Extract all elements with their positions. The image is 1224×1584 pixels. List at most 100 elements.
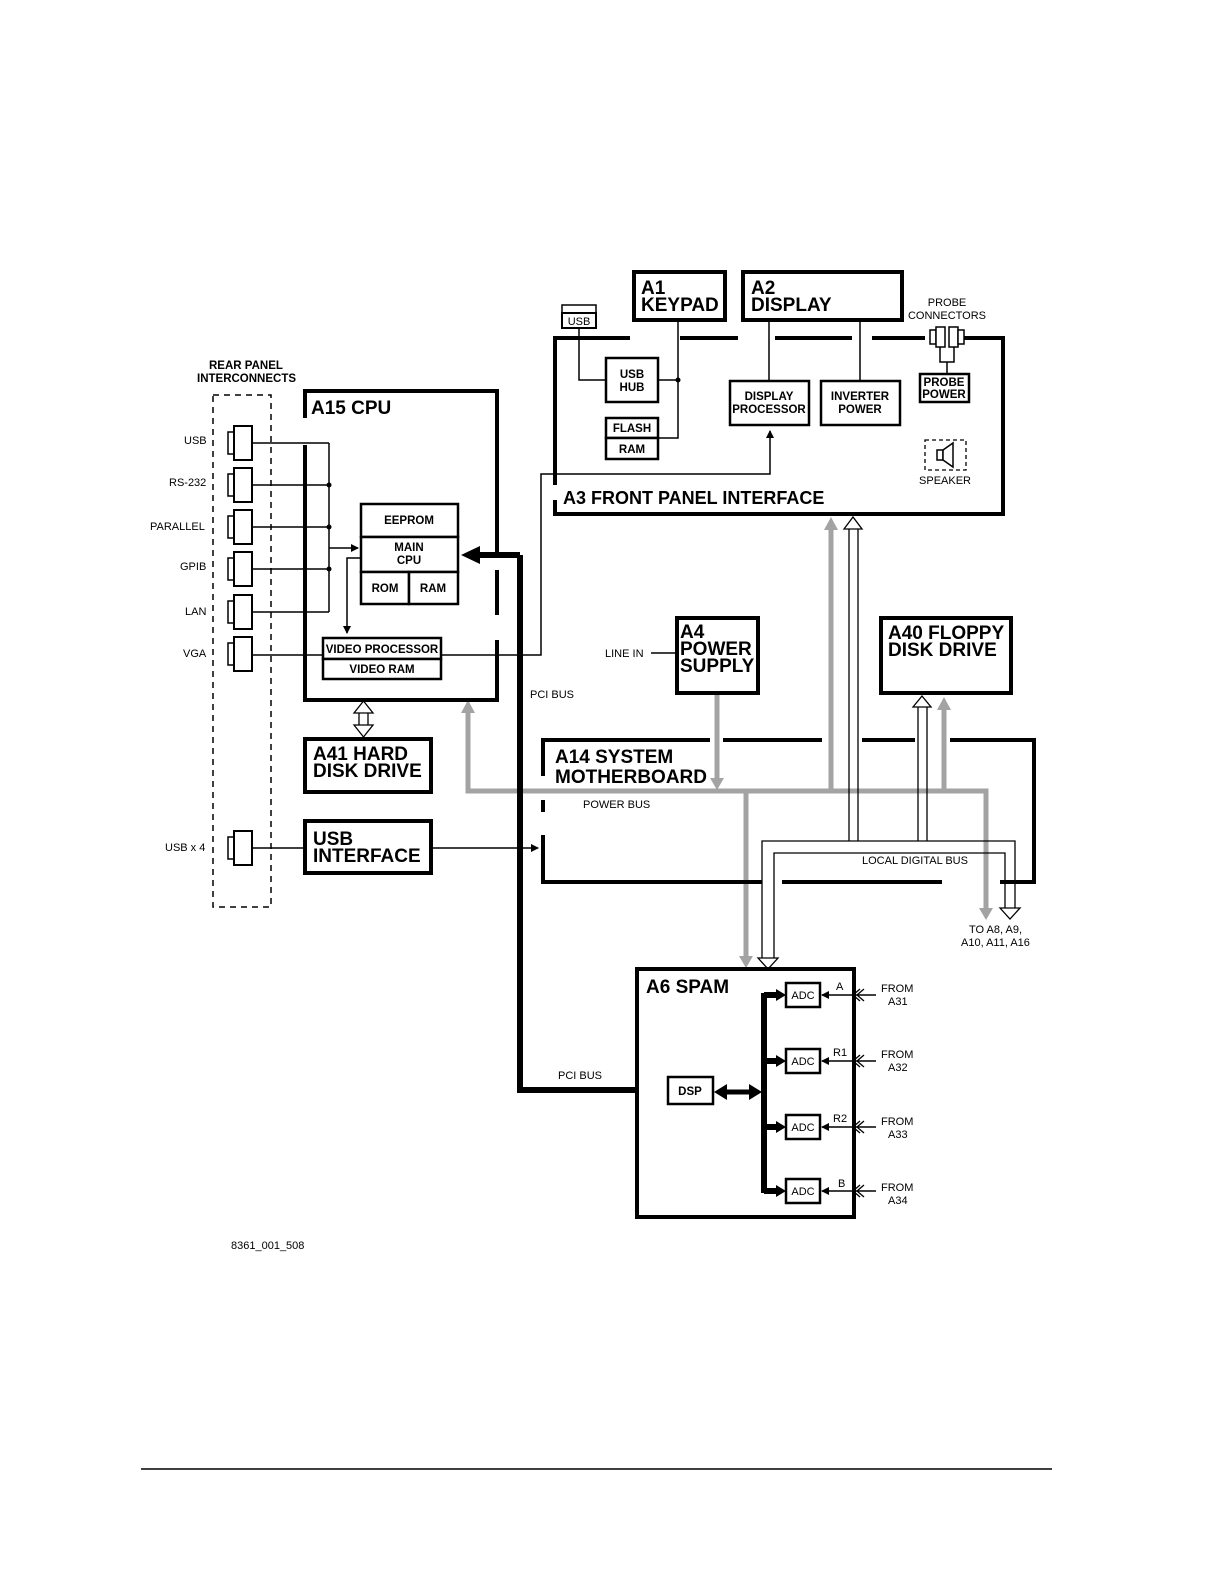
a6-title: A6 SPAM xyxy=(646,977,729,998)
to-targets-line2: A10, A11, A16 xyxy=(961,937,1030,949)
port-usb[interactable]: USB xyxy=(184,425,253,461)
a1-label-1: A1 xyxy=(641,278,666,299)
from-a33-line1: FROM xyxy=(881,1116,913,1128)
main-cpu-label-2: CPU xyxy=(397,555,421,567)
channel-b-name: B xyxy=(838,1178,845,1190)
port-lan[interactable]: LAN xyxy=(185,594,253,630)
port-gpib[interactable]: GPIB xyxy=(180,551,253,587)
from-a32-line2: A32 xyxy=(888,1062,908,1074)
a40-label-2: DISK DRIVE xyxy=(888,640,997,661)
usb-hub-label-2: HUB xyxy=(620,382,645,394)
flash-label: FLASH xyxy=(613,423,651,435)
from-a33-line2: A33 xyxy=(888,1129,908,1141)
power-bus xyxy=(461,517,993,968)
eeprom-label: EEPROM xyxy=(384,515,434,527)
main-cpu-label-1: MAIN xyxy=(394,542,423,554)
port-usb-label: USB xyxy=(184,435,207,447)
rear-panel-title-line2: INTERCONNECTS xyxy=(197,373,296,385)
a14-motherboard: A14 SYSTEM MOTHERBOARD POWER BUS LOCAL D… xyxy=(541,738,1036,884)
figure-id: 8361_001_508 xyxy=(231,1240,304,1252)
adc-b-label: ADC xyxy=(791,1186,814,1198)
a3-front-panel: A3 FRONT PANEL INTERFACE USB USB HUB FLA… xyxy=(553,297,1005,516)
a1-label-2: KEYPAD xyxy=(641,295,719,316)
a40-floppy: A40 FLOPPY DISK DRIVE xyxy=(879,616,1013,695)
usb-hub-label-1: USB xyxy=(620,369,644,381)
adc-r1: ADC xyxy=(784,1047,822,1075)
from-a32-line1: FROM xyxy=(881,1049,913,1061)
port-parallel-label: PARALLEL xyxy=(150,521,205,533)
a2-label-1: A2 xyxy=(751,278,775,299)
display-processor-label-1: DISPLAY xyxy=(745,391,794,403)
pci-bus-label-bottom: PCI BUS xyxy=(558,1070,602,1082)
rear-panel: REAR PANEL INTERCONNECTS USB RS-232 PARA… xyxy=(150,360,296,908)
dsp-adc-link xyxy=(714,1084,762,1100)
pci-bus-label-top: PCI BUS xyxy=(530,689,574,701)
port-usb-x4-label: USB x 4 xyxy=(165,842,205,854)
probe-power-label-2: POWER xyxy=(922,389,966,401)
cpu-harddisk-link xyxy=(352,699,375,739)
a14-title-line1: A14 SYSTEM xyxy=(555,747,673,768)
adc-b: ADC xyxy=(784,1177,822,1205)
usb-interface-label-2: INTERFACE xyxy=(313,846,421,867)
a40-label-1: A40 FLOPPY xyxy=(888,623,1004,644)
speaker-label: SPEAKER xyxy=(919,475,971,487)
probe-connectors-label-2: CONNECTORS xyxy=(908,310,986,322)
a6-spam: A6 SPAM DSP ADC ADC ADC ADC xyxy=(635,967,876,1219)
video-ram-box xyxy=(321,657,443,681)
speaker-icon xyxy=(924,439,967,471)
probe-connectors[interactable] xyxy=(929,326,965,348)
channel-r2-name: R2 xyxy=(833,1113,847,1125)
local-digital-bus xyxy=(756,515,1022,970)
a4-power-supply: A4 POWER SUPPLY LINE IN xyxy=(605,616,760,695)
video-to-display-link xyxy=(441,430,774,656)
channel-a-name: A xyxy=(836,981,844,993)
probe-power-box xyxy=(918,372,971,404)
a15-title: A15 CPU xyxy=(311,398,391,419)
video-ram-label: VIDEO RAM xyxy=(349,664,414,676)
adc-r2-label: ADC xyxy=(791,1122,814,1134)
display-processor-box xyxy=(728,379,811,427)
rear-panel-wiring xyxy=(252,442,359,849)
dsp-box xyxy=(666,1075,715,1106)
adc-r1-label: ADC xyxy=(791,1056,814,1068)
a4-label-3: SUPPLY xyxy=(680,656,755,677)
port-vga-label: VGA xyxy=(183,648,207,660)
inverter-power-box xyxy=(819,379,902,427)
video-processor-label: VIDEO PROCESSOR xyxy=(326,644,439,656)
a3-usb-port[interactable]: USB xyxy=(561,304,597,329)
a3-ram-label: RAM xyxy=(619,444,645,456)
a41-label-2: DISK DRIVE xyxy=(313,761,422,782)
main-cpu-box xyxy=(359,535,460,574)
a2-display: A2 DISPLAY xyxy=(741,270,904,322)
from-a34-line2: A34 xyxy=(888,1195,908,1207)
a4-label-1: A4 xyxy=(680,622,705,643)
usb-interface-label-1: USB xyxy=(313,829,353,850)
a3-usb-label: USB xyxy=(568,316,591,328)
ram-label: RAM xyxy=(420,583,446,595)
from-a31-line2: A31 xyxy=(888,996,908,1008)
probe-connectors-label-1: PROBE xyxy=(928,297,967,309)
dsp-label: DSP xyxy=(678,1086,702,1098)
inverter-power-label-2: POWER xyxy=(838,404,882,416)
a1-keypad: A1 KEYPAD xyxy=(632,270,727,322)
ram-box xyxy=(407,570,460,606)
probe-power-label-1: PROBE xyxy=(924,377,965,389)
port-usb-x4[interactable]: USB x 4 xyxy=(165,830,253,866)
port-rs232-label: RS-232 xyxy=(169,477,206,489)
usb-interface: USB INTERFACE xyxy=(303,819,539,875)
channel-r1-name: R1 xyxy=(833,1047,847,1059)
a3-ram-box xyxy=(604,436,660,461)
rom-label: ROM xyxy=(372,583,399,595)
line-in-label: LINE IN xyxy=(605,648,644,660)
inverter-power-label-1: INVERTER xyxy=(831,391,890,403)
a41-hard-disk: A41 HARD DISK DRIVE xyxy=(303,737,433,794)
port-vga[interactable]: VGA xyxy=(183,636,253,672)
display-processor-label-2: PROCESSOR xyxy=(732,404,806,416)
from-a31-line1: FROM xyxy=(881,983,913,995)
port-rs232[interactable]: RS-232 xyxy=(169,467,253,503)
a14-title-line2: MOTHERBOARD xyxy=(555,767,707,788)
port-parallel[interactable]: PARALLEL xyxy=(150,509,253,545)
local-digital-bus-label: LOCAL DIGITAL BUS xyxy=(862,855,968,867)
usb-hub-box xyxy=(604,356,660,404)
port-gpib-label: GPIB xyxy=(180,561,206,573)
